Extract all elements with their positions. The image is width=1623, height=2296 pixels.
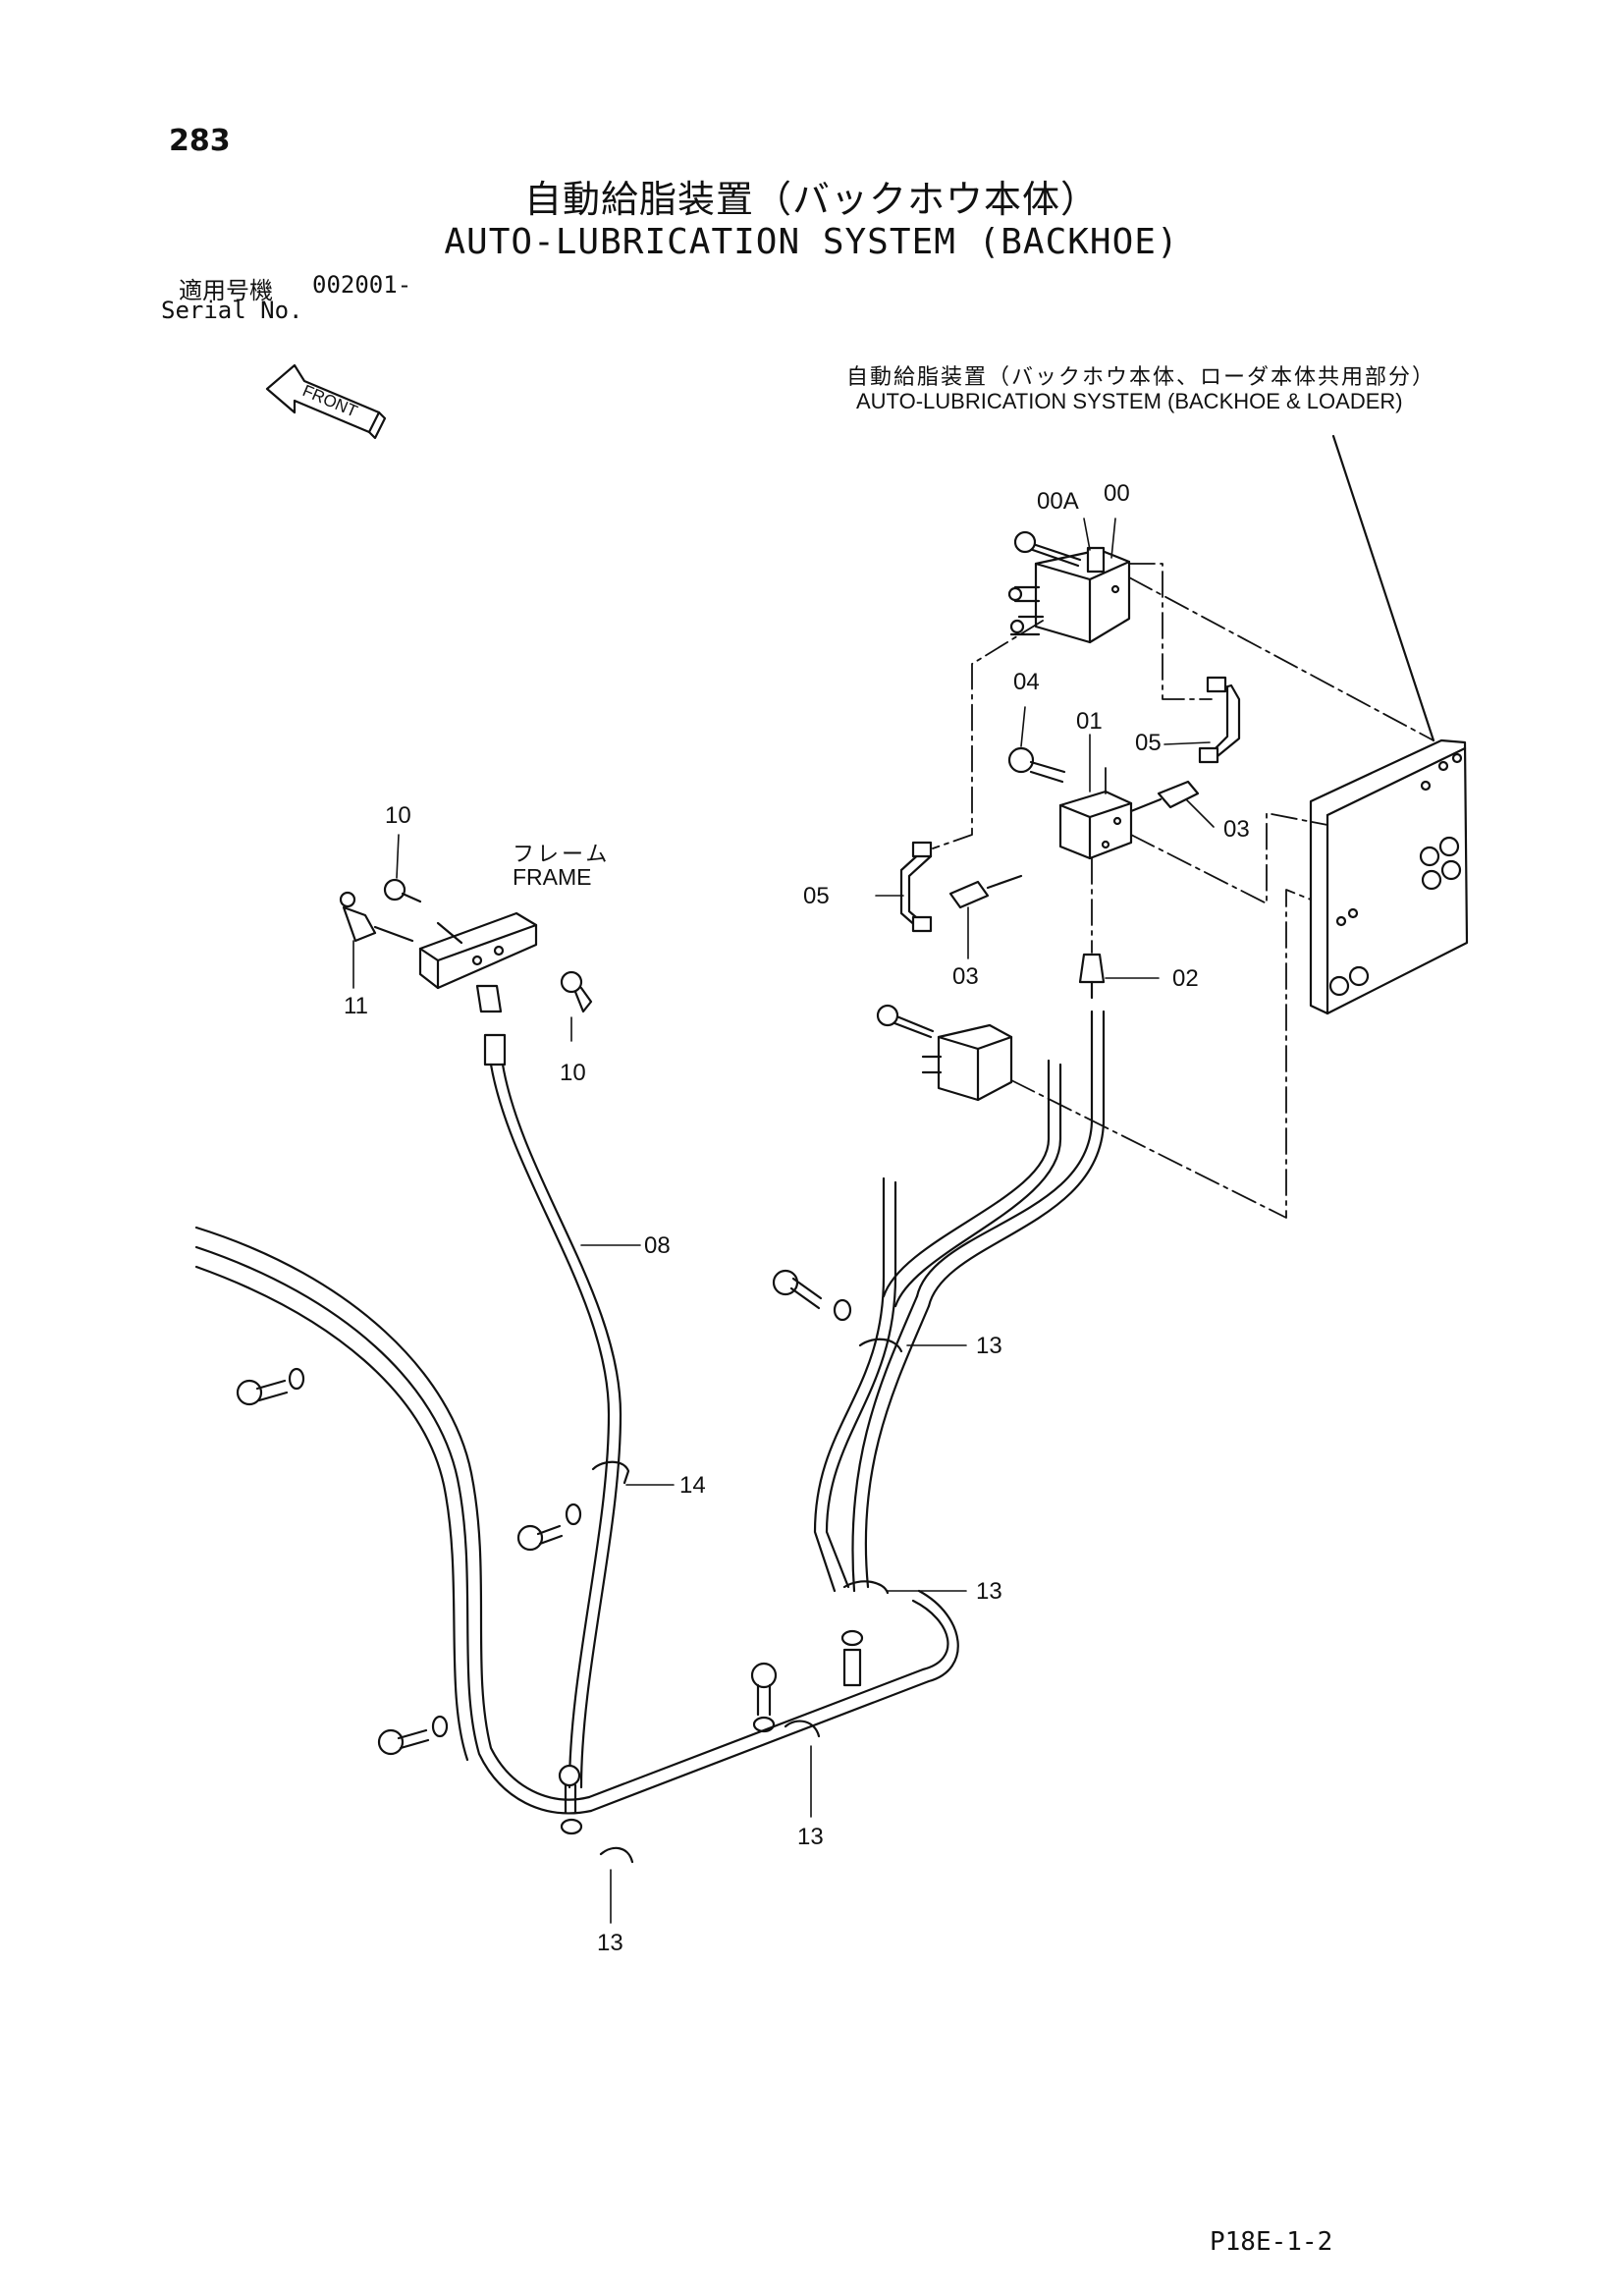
callout-14: 14 [679,1472,706,1499]
frame-tee-bracket [418,911,538,990]
fitting-02 [1078,953,1106,1000]
junction-block [1058,790,1133,860]
fitting-03-right [1129,780,1200,813]
callout-01: 01 [1076,708,1103,735]
serial-label-japanese: 適用号機 [179,277,273,304]
hose-loop-left [194,1226,959,1815]
bolt-04 [1007,746,1066,784]
shared-assembly-note-english: AUTO-LUBRICATION SYSTEM (BACKHOE & LOADE… [856,389,1403,413]
distributor-valve-upper [1007,546,1131,644]
callout-03-right: 03 [1223,816,1250,843]
hose-08 [483,1033,622,1789]
callout-02: 02 [1172,965,1199,992]
hose-group-right [813,1010,1106,1593]
shared-assembly-note-japanese: 自動給脂装置（バックホウ本体、ローダ本体共用部分） [846,365,1436,390]
leader-lines [352,518,1215,1924]
clamp-bolts [236,1269,864,1835]
frame-note-japanese: フレーム [513,843,611,867]
callout-05-upper: 05 [1135,730,1162,756]
page-number: 283 [169,124,231,158]
callout-10-lower: 10 [560,1060,586,1086]
callout-13-c: 13 [797,1824,824,1850]
serial-label-english: Serial No. [161,297,303,324]
distributor-valve-lower [876,1004,1013,1102]
page-title-japanese: 自動給脂装置（バックホウ本体） [523,178,1099,221]
note-leader-line [1331,434,1435,742]
frame-elbow-fitting [475,984,503,1013]
fitting-03-lower [948,874,1023,909]
callout-13-d: 13 [597,1930,623,1956]
mounting-plate [1309,738,1469,1015]
callout-13-a: 13 [976,1333,1002,1359]
callout-00a: 00A [1037,488,1079,515]
page-title-english: AUTO-LUBRICATION SYSTEM (BACKHOE) [444,222,1179,262]
grease-fitting-11 [339,891,414,943]
bolt-00a [1013,530,1082,568]
callout-08: 08 [644,1232,671,1259]
callout-04: 04 [1013,669,1040,695]
callout-10-upper: 10 [385,802,411,829]
pipe-05-upper [1198,676,1241,764]
pipe-05-left [899,841,933,933]
serial-number-value: 002001- [312,271,412,299]
clamps [591,1338,903,1864]
bolt-10-lower [560,970,593,1013]
frame-note-english: FRAME [513,864,592,890]
drawing-code: P18E-1-2 [1210,2227,1333,2257]
callout-05-left: 05 [803,883,830,909]
callout-00: 00 [1104,480,1130,507]
connection-lines [932,563,1434,1219]
callout-03-lower: 03 [952,963,979,990]
front-arrow-icon: FRONT [265,363,387,440]
callout-11: 11 [344,993,368,1019]
bolt-10-upper [383,878,422,903]
callout-13-b: 13 [976,1578,1002,1605]
